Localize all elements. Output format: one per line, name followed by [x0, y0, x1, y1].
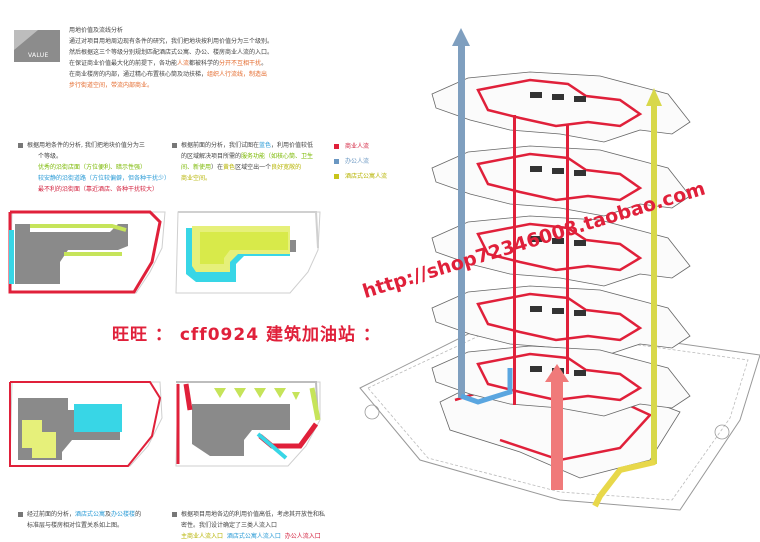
escalator-core [574, 310, 586, 316]
escalator-core [552, 94, 564, 100]
escalator-core [530, 366, 542, 372]
escalator-core [530, 92, 542, 98]
escalator-core [574, 170, 586, 176]
escalator-core [574, 96, 586, 102]
escalator-core [530, 166, 542, 172]
escalator-core [574, 240, 586, 246]
escalator-core [530, 306, 542, 312]
escalator-core [552, 308, 564, 314]
watermark-contact: 旺旺 ： cff0924 建筑加油站 ： [112, 320, 381, 345]
escalator-core [574, 370, 586, 376]
escalator-core [552, 168, 564, 174]
